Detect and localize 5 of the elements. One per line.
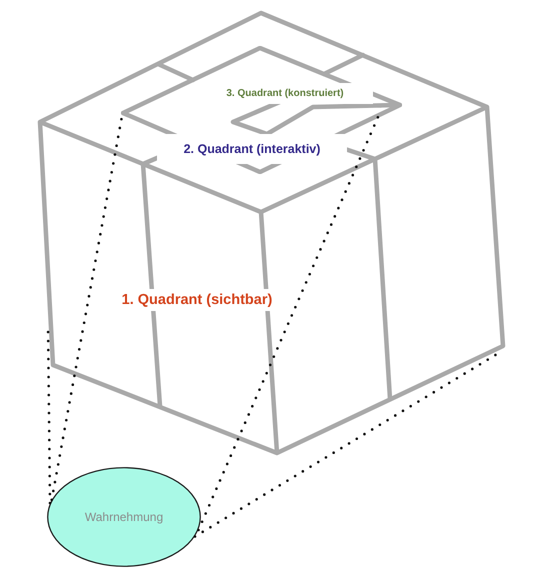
quadrant-label: 2. Quadrant (interaktiv)	[184, 142, 320, 156]
quadrant-label: 3. Quadrant (konstruiert)	[226, 88, 344, 98]
dotted-line	[197, 116, 380, 532]
quadrant-label: 1. Quadrant (sichtbar)	[122, 292, 272, 308]
node-label: Wahrnehmung	[84, 511, 164, 523]
